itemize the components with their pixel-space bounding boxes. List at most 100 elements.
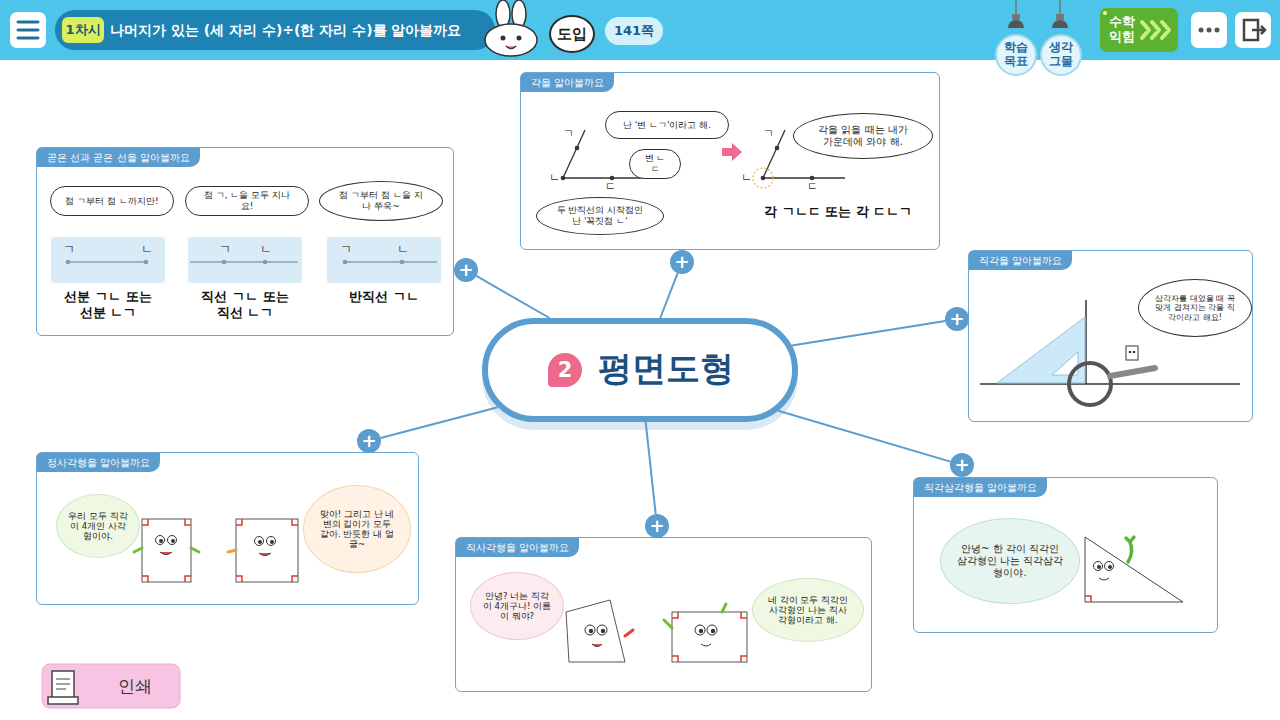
square-characters <box>259 553 271 556</box>
node-text: 도입 <box>557 25 587 44</box>
lamp-icon <box>1008 20 1024 28</box>
more-button <box>1191 12 1227 48</box>
print-button-face <box>56 679 70 689</box>
right-angle-figure <box>1069 363 1111 405</box>
speech-bubble: 변 ㄴㄷ <box>629 149 681 179</box>
node-text: 점 ㄱ부터 점 ㄴ을 지나 쭈욱~ <box>336 190 426 212</box>
expand-button: + <box>945 307 969 331</box>
rectangle-characters <box>566 600 747 662</box>
page-pill: 141쪽 <box>605 17 663 45</box>
point-letter: ㄴ <box>549 172 560 183</box>
print-button-face <box>48 697 78 704</box>
practice-button: 수학 익힘 <box>1102 8 1142 52</box>
point-letter: ㄱ <box>63 243 75 255</box>
point-letter: ㄴ <box>397 243 409 255</box>
node-text: + <box>949 310 964 328</box>
triangle-character <box>1099 578 1109 580</box>
rectangle-characters <box>597 625 607 635</box>
square-characters <box>159 539 163 543</box>
panel-heading: 직각삼각형을 알아볼까요 <box>914 478 1047 497</box>
triangle-character <box>1085 537 1183 602</box>
central-topic: 2평면도형 <box>482 318 798 422</box>
expand-button: + <box>454 258 478 282</box>
lamp-icon <box>1052 20 1068 28</box>
rectangle-characters <box>601 629 605 633</box>
right-angle-figure <box>1133 351 1136 354</box>
point-letter: ㄴ <box>260 243 272 255</box>
node-text: 생각 그물 <box>1042 41 1080 69</box>
angle-figures <box>763 177 845 178</box>
triangle-character <box>1126 537 1134 562</box>
point-letter: ㄱ <box>563 128 574 139</box>
node-text: 변 ㄴㄷ <box>642 153 668 175</box>
menu-circle: 생각 그물 <box>1040 34 1082 76</box>
angle-figures <box>810 176 815 181</box>
triangle-character <box>1105 562 1114 571</box>
rectangle-characters <box>664 604 726 628</box>
triangle-character <box>1108 565 1112 569</box>
angle-figures <box>561 176 566 181</box>
menu-icon <box>18 22 38 38</box>
topic-panel: 직각을 알아볼까요삼각자를 대었을 때 꼭 맞게 겹쳐지는 각을 직각이라고 해… <box>968 250 1253 422</box>
point-letter: ㄴ <box>141 243 153 255</box>
speech-bubble: 안녕? 너는 직각이 4개구나! 이름이 뭐야? <box>470 572 564 640</box>
title-bar <box>55 10 495 50</box>
rectangle-characters <box>589 629 593 633</box>
rectangle-characters <box>701 644 711 646</box>
triangle-character <box>1097 565 1101 569</box>
figure-caption: 반직선 ㄱㄴ <box>336 289 432 305</box>
rectangle-characters <box>625 630 633 636</box>
point-letter: ㄱ <box>340 243 352 255</box>
node-text: 점 ㄱ, ㄴ을 모두 지나요! <box>198 190 296 212</box>
branch-connector <box>646 422 656 514</box>
practice-button-face <box>1100 8 1178 52</box>
node-text: 우리 모두 직각이 4개인 사각형이야. <box>67 511 129 542</box>
rectangle-characters <box>707 625 717 635</box>
rabbit-mascot <box>485 0 537 56</box>
panel-heading: 정사각형을 알아볼까요 <box>37 453 160 472</box>
node-text: + <box>954 456 969 474</box>
square-characters <box>171 539 175 543</box>
speech-bubble: 맞아! 그리고 난 네 변의 길이가 모두 같아. 반듯한 내 얼굴~ <box>303 485 411 573</box>
node-text: 안녕~ 한 각이 직각인 삼각형인 나는 직각삼각형이야. <box>955 543 1065 579</box>
figure-caption: 선분 ㄱㄴ 또는 선분 ㄴㄱ <box>60 289 156 322</box>
point-letter: ㄷ <box>807 181 818 192</box>
node-text: 난 '변 ㄴㄱ'이라고 해. <box>623 120 711 131</box>
square-characters <box>160 552 172 555</box>
square-characters <box>258 540 262 544</box>
node-text: + <box>649 517 664 535</box>
square-characters <box>236 519 298 582</box>
speech-bubble: 각을 읽을 때는 내가 가운데에 와야 해. <box>793 113 933 159</box>
rabbit-mascot <box>501 36 506 41</box>
angle-figures <box>610 176 615 181</box>
branch-connector <box>778 411 950 462</box>
node-text: 수학 익힘 <box>1102 15 1142 45</box>
node-text: 삼각자를 대었을 때 꼭 맞게 겹쳐지는 각을 직각이라고 해요! <box>1153 294 1237 323</box>
node-text: 맞아! 그리고 난 네 변의 길이가 모두 같아. 반듯한 내 얼굴~ <box>318 509 396 550</box>
right-angle-figure <box>1110 368 1155 376</box>
point-letter: ㄱ <box>763 128 774 139</box>
speech-bubble: 난 '변 ㄴㄱ'이라고 해. <box>605 111 729 139</box>
branch-connector <box>660 273 677 318</box>
speech-bubble: 안녕~ 한 각이 직각인 삼각형인 나는 직각삼각형이야. <box>940 518 1080 604</box>
topic-panel: 직각삼각형을 알아볼까요안녕~ 한 각이 직각인 삼각형인 나는 직각삼각형이야… <box>913 477 1218 633</box>
speech-bubble: 두 반직선의 시작점인 난 '꼭짓점 ㄴ' <box>536 197 664 235</box>
topic-panel: 각을 알아볼까요각 ㄱㄴㄷ 또는 각 ㄷㄴㄱ난 '변 ㄴㄱ'이라고 해.변 ㄴㄷ… <box>520 72 940 250</box>
speech-bubble: 점 ㄱ부터 점 ㄴ까지만! <box>50 186 174 216</box>
practice-button-face <box>1142 22 1169 38</box>
node-text: 두 반직선의 시작점인 난 '꼭짓점 ㄴ' <box>553 205 647 227</box>
point-letter: ㄱ <box>219 243 231 255</box>
node-text: 네 각이 모두 직각인 사각형인 나는 직사각형이라고 해. <box>765 595 851 626</box>
square-characters <box>134 519 298 582</box>
line-example-box: ㄱㄴ반직선 ㄱㄴ <box>327 237 441 283</box>
exit-button <box>1235 12 1271 48</box>
node-text: 안녕? 너는 직각이 4개구나! 이름이 뭐야? <box>481 591 553 622</box>
angle-figures <box>753 168 773 188</box>
topic-panel: 직사각형을 알아볼까요안녕? 너는 직각이 4개구나! 이름이 뭐야?네 각이 … <box>455 537 872 692</box>
print-button-face <box>42 664 180 708</box>
square-characters <box>142 519 191 582</box>
more-button <box>1207 28 1212 33</box>
square-characters <box>156 536 165 545</box>
rectangle-characters <box>592 644 602 647</box>
